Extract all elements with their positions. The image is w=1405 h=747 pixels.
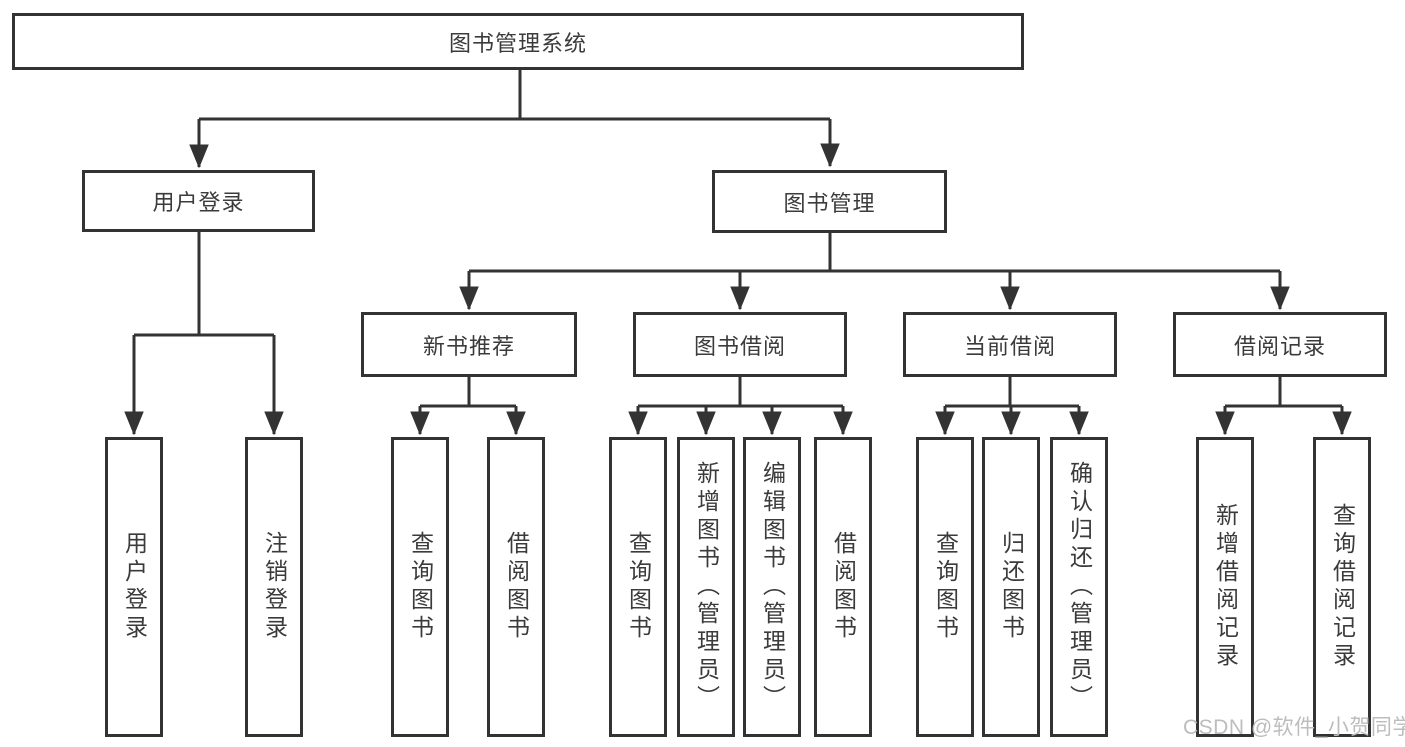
leaf-user-login: 用户登录 xyxy=(105,437,163,737)
leaf-logout: 注销登录 xyxy=(245,437,303,737)
node-user-login-label: 用户登录 xyxy=(152,190,245,215)
leaf-query-borrow-record-label: 查询借阅记录 xyxy=(1329,503,1356,671)
node-user-login: 用户登录 xyxy=(82,170,315,232)
csdn-watermark: CSDN @软件_小贺同学 xyxy=(1183,716,1405,739)
leaf-recommend-query-books-label: 查询图书 xyxy=(407,531,434,643)
leaf-edit-books-admin-label: 编辑图书（管理员） xyxy=(759,461,786,713)
leaf-recommend-borrow-books: 借阅图书 xyxy=(487,437,545,737)
node-book-management: 图书管理 xyxy=(712,170,947,233)
leaf-recommend-borrow-books-label: 借阅图书 xyxy=(503,531,530,643)
leaf-add-books-admin: 新增图书（管理员） xyxy=(677,437,735,737)
leaf-user-login-label: 用户登录 xyxy=(121,531,148,643)
leaf-return-books: 归还图书 xyxy=(982,437,1040,737)
leaf-borrow-books: 借阅图书 xyxy=(814,437,872,737)
node-new-book-recommend: 新书推荐 xyxy=(361,312,577,377)
node-book-management-label: 图书管理 xyxy=(783,190,876,216)
node-borrow-records-label: 借阅记录 xyxy=(1233,333,1326,359)
node-book-borrow-label: 图书借阅 xyxy=(693,333,786,359)
leaf-current-query-books-label: 查询图书 xyxy=(932,531,959,643)
leaf-borrow-query-books: 查询图书 xyxy=(609,437,667,737)
leaf-add-borrow-record-label: 新增借阅记录 xyxy=(1212,503,1239,671)
node-borrow-records: 借阅记录 xyxy=(1173,312,1387,377)
node-root-system-label: 图书管理系统 xyxy=(448,30,587,56)
node-root-system: 图书管理系统 xyxy=(12,13,1024,70)
leaf-borrow-books-label: 借阅图书 xyxy=(830,531,857,643)
leaf-current-query-books: 查询图书 xyxy=(916,437,974,737)
leaf-add-books-admin-label: 新增图书（管理员） xyxy=(693,461,720,713)
leaf-query-borrow-record: 查询借阅记录 xyxy=(1313,437,1371,737)
node-current-borrow-label: 当前借阅 xyxy=(963,333,1056,359)
node-book-borrow: 图书借阅 xyxy=(633,312,847,377)
leaf-edit-books-admin: 编辑图书（管理员） xyxy=(743,437,801,737)
node-new-book-recommend-label: 新书推荐 xyxy=(422,333,515,359)
leaf-return-books-label: 归还图书 xyxy=(998,531,1025,643)
leaf-borrow-query-books-label: 查询图书 xyxy=(625,531,652,643)
leaf-confirm-return-admin-label: 确认归还（管理员） xyxy=(1066,461,1093,713)
leaf-recommend-query-books: 查询图书 xyxy=(391,437,449,737)
leaf-logout-label: 注销登录 xyxy=(261,531,288,643)
leaf-confirm-return-admin: 确认归还（管理员） xyxy=(1050,437,1108,737)
node-current-borrow: 当前借阅 xyxy=(903,312,1117,377)
leaf-add-borrow-record: 新增借阅记录 xyxy=(1196,437,1254,737)
